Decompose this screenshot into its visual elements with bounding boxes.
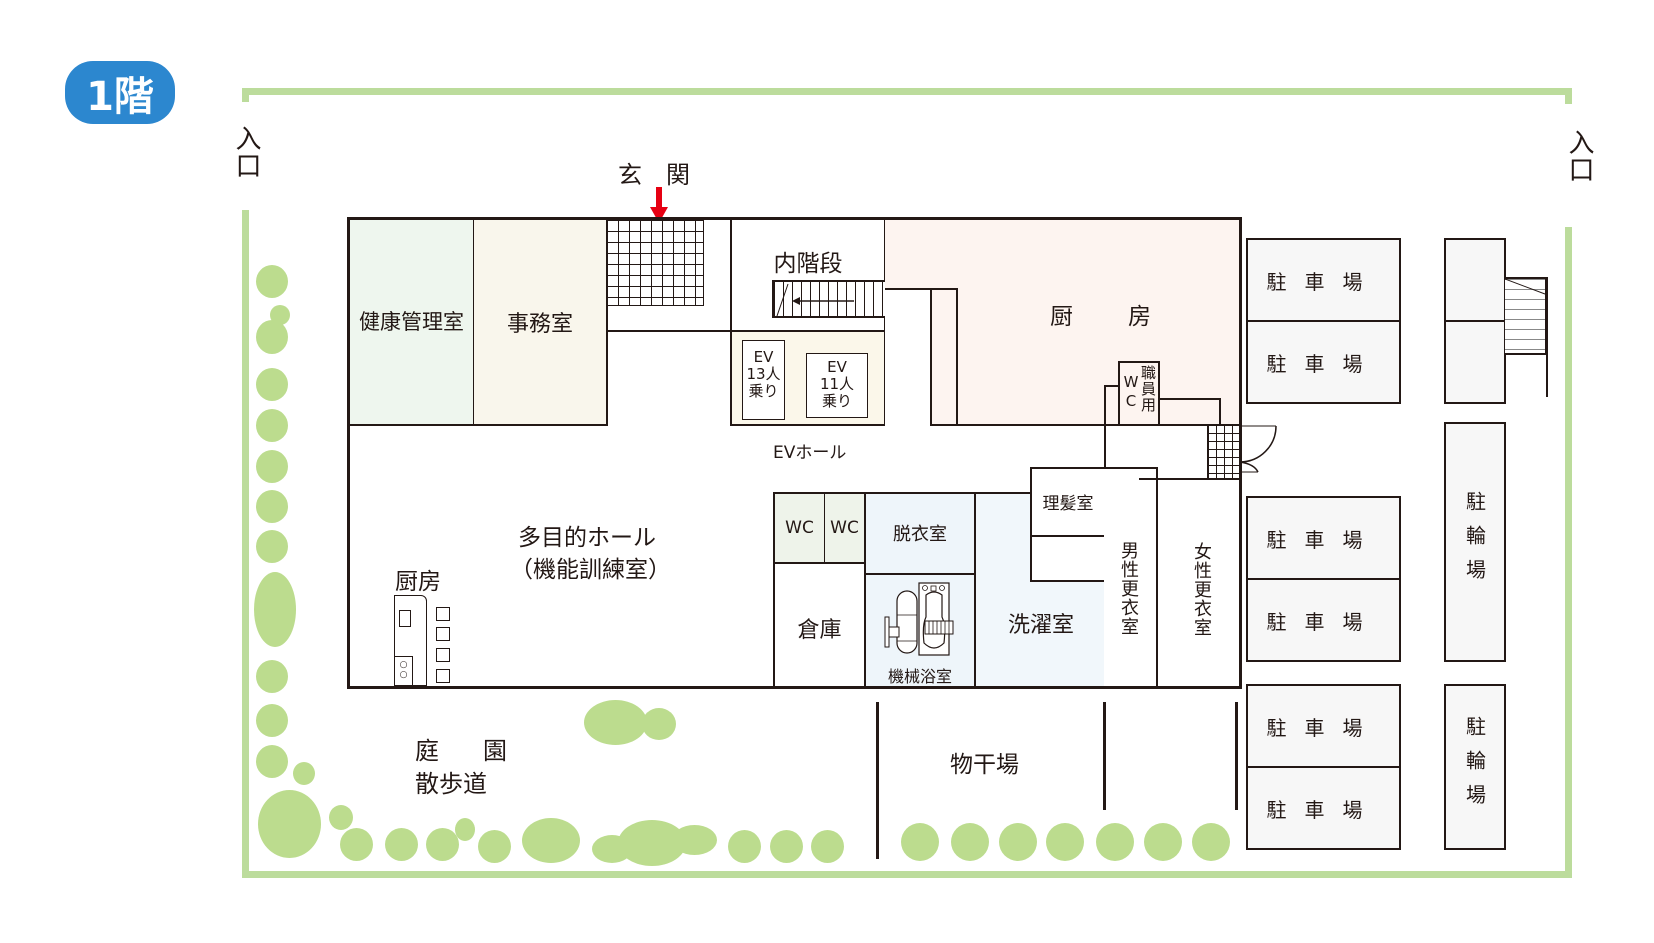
entrance-mat — [606, 219, 704, 306]
garden-label: 庭 園 — [415, 737, 517, 765]
floor-badge: 1階 — [65, 61, 175, 124]
entrance-right-label: 入口 — [1564, 129, 1594, 183]
stairs-icon — [772, 280, 887, 318]
staff-wc-label: WC — [1122, 373, 1140, 411]
bicycle-parking-label: 駐輪場 — [1462, 491, 1487, 593]
drying-area-label: 物干場 — [950, 752, 1019, 778]
room-health-management-label: 健康管理室 — [359, 310, 464, 334]
bathtub-icon — [883, 581, 955, 661]
entrance-left-label: 入口 — [231, 125, 261, 179]
room-stairs-label: 内階段 — [773, 251, 843, 277]
room-dressing[interactable]: 脱衣室 — [864, 492, 976, 575]
parking-label: 駐車場 — [1266, 351, 1381, 376]
barber-label: 理髪室 — [1042, 494, 1094, 514]
parking-space-1[interactable]: 駐車場 — [1246, 238, 1401, 322]
parking-space-5[interactable]: 駐車場 — [1246, 684, 1401, 768]
parking-label: 駐車場 — [1266, 609, 1381, 634]
parking-label: 駐車場 — [1266, 715, 1381, 740]
outdoor-stairs-icon — [1505, 277, 1547, 355]
room-men-locker[interactable]: 男性更衣室 — [1104, 467, 1158, 689]
machine-bath-label: 機械浴室 — [887, 667, 952, 686]
men-locker-label: 男性更衣室 — [1118, 541, 1139, 636]
bicycle-parking-label: 駐輪場 — [1462, 716, 1487, 818]
elevator-11-suffix: 乗り — [821, 392, 852, 410]
room-barber[interactable]: 理髪室 — [1030, 467, 1106, 537]
storage-shed-lower — [1444, 320, 1506, 404]
parking-label: 駐車場 — [1266, 797, 1381, 822]
parking-space-6[interactable]: 駐車場 — [1246, 766, 1401, 850]
staff-only-label: 職員用 — [1139, 365, 1157, 413]
parking-space-4[interactable]: 駐車場 — [1246, 578, 1401, 662]
room-stairs[interactable]: 内階段 — [730, 217, 887, 332]
elevator-11-label: EV — [827, 358, 847, 376]
elevator-13-suffix: 乗り — [748, 382, 779, 400]
room-storage[interactable]: 倉庫 — [773, 562, 866, 689]
elevator-13-label: EV — [753, 348, 774, 366]
bicycle-parking-2[interactable]: 駐輪場 — [1444, 684, 1506, 850]
parking-space-2[interactable]: 駐車場 — [1246, 320, 1401, 404]
dressing-label: 脱衣室 — [893, 524, 947, 545]
wc-2-label: WC — [830, 518, 859, 538]
elevator-11[interactable]: EV 11人 乗り — [806, 353, 868, 418]
entrance-arrow-icon — [650, 187, 668, 227]
wc-1-label: WC — [785, 518, 814, 538]
walking-path-label: 散歩道 — [415, 770, 487, 798]
room-wc-2[interactable]: WC — [824, 492, 866, 564]
parking-space-3[interactable]: 駐車場 — [1246, 496, 1401, 580]
laundry-label: 洗濯室 — [1007, 613, 1074, 638]
storage-label: 倉庫 — [797, 618, 842, 643]
elevator-11-capacity: 11人 — [819, 375, 855, 393]
storage-shed-upper — [1444, 238, 1506, 322]
parking-label: 駐車場 — [1266, 269, 1381, 294]
bicycle-parking-1[interactable]: 駐輪場 — [1444, 422, 1506, 662]
room-office-label: 事務室 — [506, 312, 573, 337]
room-staff-wc[interactable]: WC 職員用 — [1118, 361, 1160, 426]
room-women-locker[interactable]: 女性更衣室 — [1156, 478, 1240, 689]
parking-label: 駐車場 — [1266, 527, 1381, 552]
hall-sublabel: （機能訓練室） — [510, 557, 671, 583]
barber-storage — [1030, 535, 1106, 582]
elevator-13-capacity: 13人 — [746, 365, 781, 383]
elevator-13[interactable]: EV 13人 乗り — [742, 340, 785, 420]
room-health-management[interactable]: 健康管理室 — [347, 217, 474, 426]
room-elevators: EV 13人 乗り EV 11人 乗り — [730, 330, 886, 426]
women-locker-label: 女性更衣室 — [1191, 542, 1212, 637]
room-office[interactable]: 事務室 — [473, 217, 608, 426]
back-door-mat — [1207, 424, 1240, 480]
ev-hall-label: EVホール — [773, 443, 847, 463]
small-kitchen-label: 厨房 — [395, 569, 441, 595]
hall-label: 多目的ホール — [518, 525, 656, 551]
back-door-icon[interactable] — [1239, 424, 1280, 478]
kitchen-counter-icon: ○○ — [394, 595, 427, 686]
room-kitchen-label: 厨 房 — [1050, 304, 1167, 330]
garden-path: 庭 園 散歩道 — [415, 735, 517, 801]
room-wc-1[interactable]: WC — [773, 492, 825, 564]
main-entrance-label: 玄 関 — [618, 161, 690, 189]
room-multipurpose-hall[interactable]: 多目的ホール （機能訓練室） 厨房 ○○ — [350, 428, 774, 686]
room-machine-bath[interactable]: 機械浴室 — [864, 573, 976, 689]
